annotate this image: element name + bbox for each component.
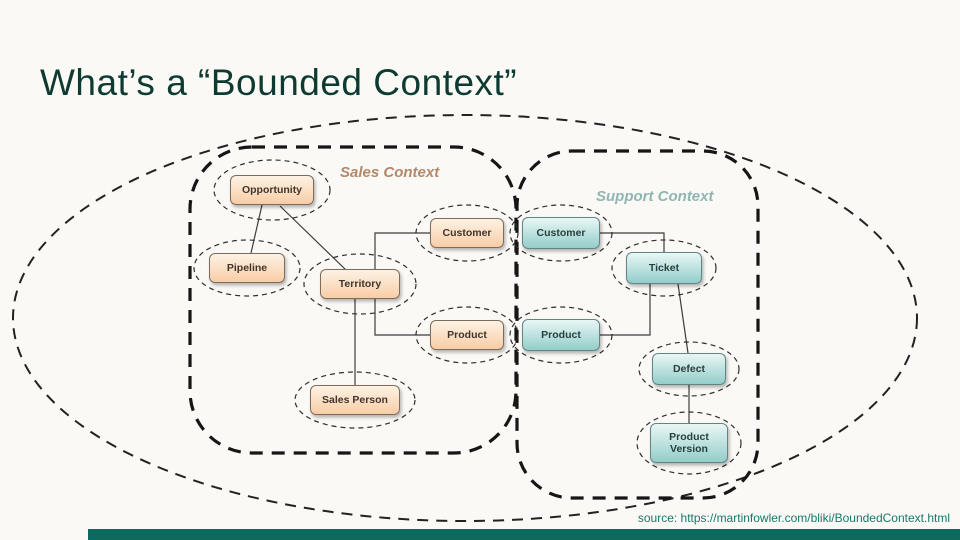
node-product-sales: Product [430, 320, 504, 350]
source-link[interactable]: source: https://martinfowler.com/bliki/B… [637, 511, 950, 525]
slide-title: What’s a “Bounded Context” [40, 62, 518, 103]
node-customer-support: Customer [522, 217, 600, 249]
edge-customer-ticket [600, 232, 665, 252]
node-territory: Territory [320, 269, 400, 299]
concept-ellipse-pipeline [193, 239, 301, 297]
concept-ellipse-ticket [611, 239, 717, 297]
node-ticket: Ticket [626, 252, 702, 284]
concept-ellipse-sales-person [294, 371, 416, 429]
node-opportunity: Opportunity [230, 175, 314, 205]
sales-context-label: Sales Context [340, 164, 440, 181]
node-product-version: Product Version [650, 423, 728, 463]
support-context-label: Support Context [596, 188, 714, 205]
node-product-support: Product [522, 319, 600, 351]
edge-ticket-product [600, 284, 651, 336]
concept-ellipse-territory [303, 253, 417, 315]
node-pipeline: Pipeline [209, 253, 285, 283]
concept-ellipse-customer-support [509, 204, 613, 262]
edge-opportunity-territory [279, 205, 347, 271]
concept-ellipse-customer-sales [415, 204, 519, 262]
node-defect: Defect [652, 353, 726, 385]
concept-ellipse-product-sales [415, 306, 519, 364]
edge-opportunity-pipeline [250, 204, 263, 254]
footer-accent-bar [88, 529, 960, 540]
outer-boundary-ellipse [12, 114, 918, 522]
node-customer-sales: Customer [430, 218, 504, 248]
concept-ellipse-opportunity [213, 159, 331, 221]
sales-context-boundary [188, 145, 518, 455]
concept-ellipse-defect [638, 341, 740, 397]
concept-ellipse-product-version [636, 411, 742, 475]
node-sales-person: Sales Person [310, 385, 400, 415]
support-context-boundary [515, 149, 760, 500]
concept-ellipse-product-support [509, 306, 613, 364]
